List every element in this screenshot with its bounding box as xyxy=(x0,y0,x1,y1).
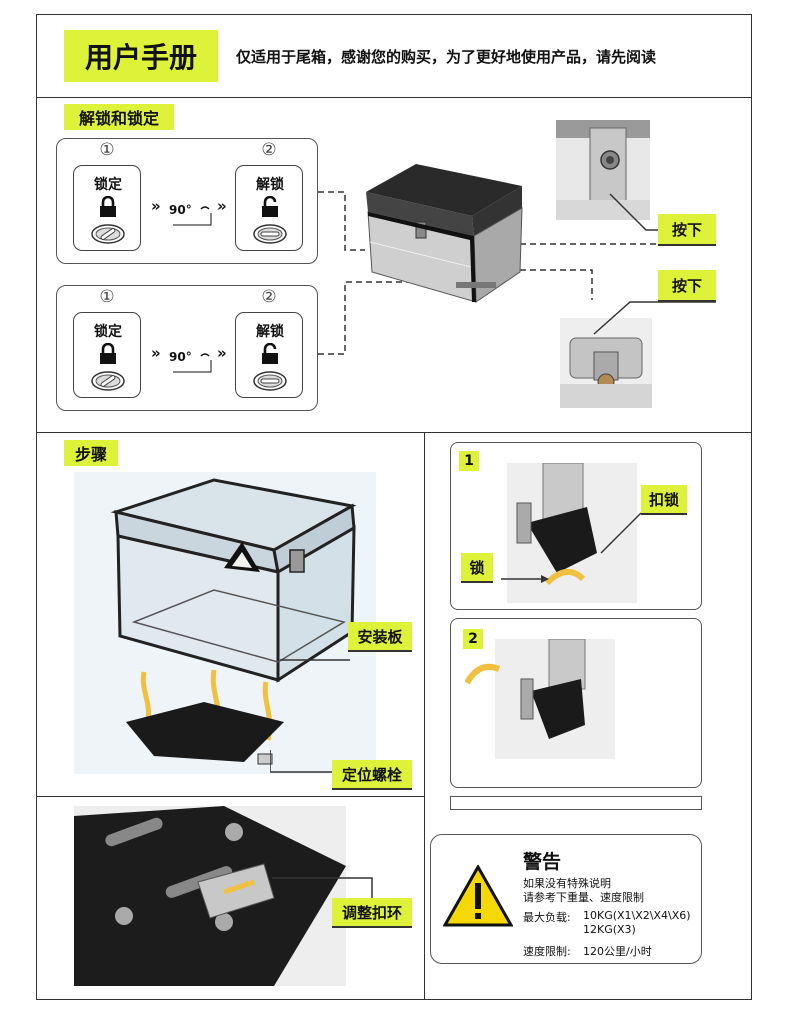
warning-triangle-icon xyxy=(443,865,513,927)
keyhole-icon xyxy=(253,371,287,391)
step-number-1: ① xyxy=(99,287,115,307)
step-number-2: ② xyxy=(261,287,277,307)
callout-line-press-2 xyxy=(593,301,716,335)
top-case-illustration xyxy=(366,164,523,303)
arrow-glyph: » xyxy=(151,197,161,215)
keyhole-icon xyxy=(91,371,125,391)
keyhole-icon xyxy=(91,224,125,244)
divider-steps xyxy=(36,796,424,797)
padlock-closed-icon xyxy=(100,196,116,217)
divider-vertical xyxy=(424,432,425,1000)
step-number-1: ① xyxy=(99,140,115,160)
latch-photo-top xyxy=(556,120,650,220)
page-subtitle: 仅适用于尾箱，感谢您的购买，为了更好地使用产品，请先阅读 xyxy=(236,48,657,66)
page-title: 用户手册 xyxy=(64,30,218,82)
adjust-buckle-diagram xyxy=(74,806,346,986)
lock-label: 锁定 xyxy=(94,177,122,193)
divider-lock-section xyxy=(36,432,752,433)
warning-line-1: 如果没有特殊说明 xyxy=(523,877,611,890)
lock-panel-2: ① 锁定 » 90° » ② 解锁 xyxy=(56,285,318,411)
load-value-2: 12KG(X3) xyxy=(583,923,636,936)
arrow-glyph: » xyxy=(151,344,161,362)
press-label-1: 按下 xyxy=(658,214,716,246)
load-label: 最大负载: xyxy=(523,911,571,924)
step2-latch-diagram xyxy=(465,639,615,759)
adjust-buckle-label: 调整扣环 xyxy=(332,898,412,928)
page-frame xyxy=(36,14,752,1000)
step-badge-1: 1 xyxy=(459,451,479,471)
arrow-glyph: » xyxy=(217,344,227,362)
lock-card-locked: 锁定 xyxy=(73,165,141,251)
press-label-2: 按下 xyxy=(658,270,716,302)
unlock-label: 解锁 xyxy=(256,324,284,340)
lock-panel-1: ① 锁定 » 90° » ② 解锁 xyxy=(56,138,318,264)
blank-bar xyxy=(450,796,702,810)
step1-callout-lines xyxy=(501,512,681,583)
mount-plate-label: 安装板 xyxy=(348,622,412,652)
padlock-open-icon xyxy=(262,343,278,364)
rotation-angle: 90° xyxy=(169,350,192,364)
callout-lines-steps xyxy=(270,659,350,773)
rotation-angle: 90° xyxy=(169,203,192,217)
divider-header xyxy=(36,97,752,98)
step-card-1: 1 扣锁 锁 xyxy=(450,442,702,610)
load-value-1: 10KG(X1\X2\X4\X6) xyxy=(583,909,691,922)
lock-card-unlocked: 解锁 xyxy=(235,165,303,251)
rotation-arrow-icon xyxy=(173,206,212,226)
padlock-open-icon xyxy=(262,196,278,217)
warning-box: 警告 如果没有特殊说明 请参考下重量、速度限制 最大负载: 10KG(X1\X2… xyxy=(430,834,702,964)
step-badge-2: 2 xyxy=(463,629,483,649)
warning-title: 警告 xyxy=(523,851,562,873)
latch-photo-bottom xyxy=(560,318,652,408)
lock-section-title: 解锁和锁定 xyxy=(64,104,174,130)
step1-latch-diagram xyxy=(507,463,637,603)
bolt-label: 定位螺栓 xyxy=(332,760,412,790)
step-number-2: ② xyxy=(261,140,277,160)
rotation-arrow-icon xyxy=(173,353,212,373)
speed-label: 速度限制: xyxy=(523,945,571,958)
arrow-glyph: » xyxy=(217,197,227,215)
warning-line-2: 请参考下重量、速度限制 xyxy=(523,891,644,904)
lock-card-locked: 锁定 xyxy=(73,312,141,398)
step-card-2: 2 xyxy=(450,618,702,788)
transparent-case-diagram xyxy=(74,472,376,774)
steps-section-title: 步骤 xyxy=(64,440,118,466)
unlock-label: 解锁 xyxy=(256,177,284,193)
buckle-label: 扣锁 xyxy=(641,485,687,515)
lock-card-unlocked: 解锁 xyxy=(235,312,303,398)
padlock-closed-icon xyxy=(100,343,116,364)
keyhole-icon xyxy=(253,224,287,244)
adjust-callout-line xyxy=(272,877,373,902)
lock-label: 锁定 xyxy=(94,324,122,340)
lock-label-side: 锁 xyxy=(461,553,493,583)
speed-value: 120公里/小时 xyxy=(583,945,652,958)
